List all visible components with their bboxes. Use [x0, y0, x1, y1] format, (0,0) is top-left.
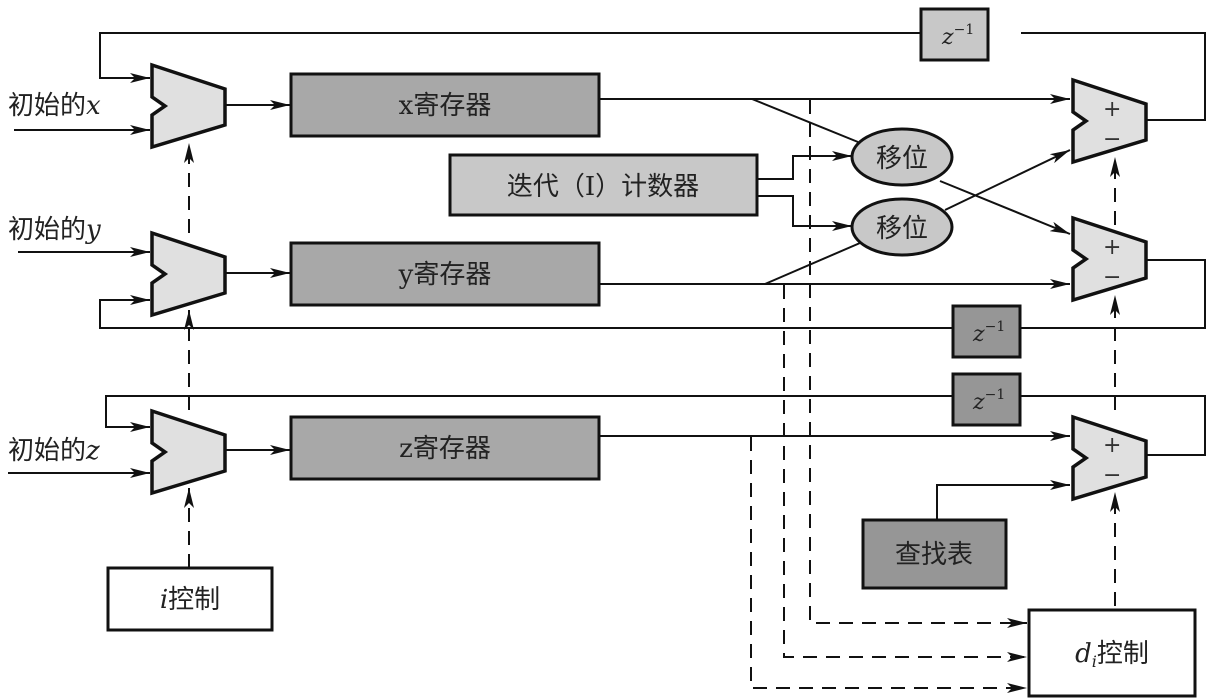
counter-to-shifter2-wire — [757, 195, 852, 231]
z-register-label: z寄存器 — [399, 434, 491, 464]
counter-to-shifter1-wire — [757, 151, 852, 180]
mux-y — [150, 230, 227, 318]
delay-x-label: z−1 — [941, 22, 974, 50]
shifter1-to-adder-y-wire — [939, 180, 1071, 235]
delay-z — [951, 372, 1022, 427]
di-control-label: di控制 — [1075, 639, 1149, 671]
shifter2-to-adder-x-wire — [944, 149, 1071, 211]
adder-x-minus: − — [1103, 127, 1121, 152]
lookup-table-label: 查找表 — [895, 540, 973, 570]
y-register-label: y寄存器 — [398, 260, 492, 290]
init-z-label: 初始的z — [8, 436, 100, 466]
iteration-counter — [448, 153, 759, 217]
shifter-2 — [850, 197, 954, 257]
mux-x — [150, 62, 227, 150]
z-register — [289, 415, 601, 481]
adder-x — [1071, 77, 1148, 165]
x-register — [289, 72, 601, 138]
i-control-label: i控制 — [160, 585, 220, 615]
shifter-1-label: 移位 — [876, 144, 928, 174]
y-register — [289, 241, 601, 307]
mux-z — [150, 408, 227, 496]
z-feedback-wire — [105, 395, 1206, 456]
counter-label: 迭代（I）计数器 — [507, 172, 699, 202]
shifter-1 — [850, 127, 954, 187]
adder-y-minus: − — [1103, 265, 1121, 290]
y-to-shifter-wire — [764, 242, 861, 285]
i-control-box — [106, 566, 274, 632]
adder-z — [1071, 414, 1148, 502]
delay-y-label: z−1 — [972, 319, 1005, 347]
adder-y-plus: + — [1103, 235, 1121, 260]
shifter-2-label: 移位 — [876, 214, 928, 244]
delay-z-label: z−1 — [972, 387, 1005, 415]
x-sign-to-di — [809, 100, 1027, 628]
init-x-label: 初始的x — [8, 91, 101, 121]
init-y-label: 初始的y — [8, 215, 101, 245]
adder-x-plus: + — [1103, 97, 1121, 122]
x-to-shifter-wire — [751, 98, 859, 143]
x-feedback-wire — [99, 32, 1206, 121]
di-control-box — [1027, 608, 1197, 698]
lookup-table — [861, 518, 1008, 590]
adder-z-minus: − — [1103, 463, 1121, 488]
adder-z-plus: + — [1103, 433, 1121, 458]
y-feedback-wire — [99, 259, 1206, 329]
x-register-label: x寄存器 — [399, 91, 492, 121]
adder-y — [1071, 215, 1148, 303]
delay-x — [919, 7, 990, 62]
y-sign-to-di — [783, 285, 1027, 662]
delay-y — [951, 304, 1022, 359]
lut-to-adder-z-wire — [936, 480, 1070, 520]
